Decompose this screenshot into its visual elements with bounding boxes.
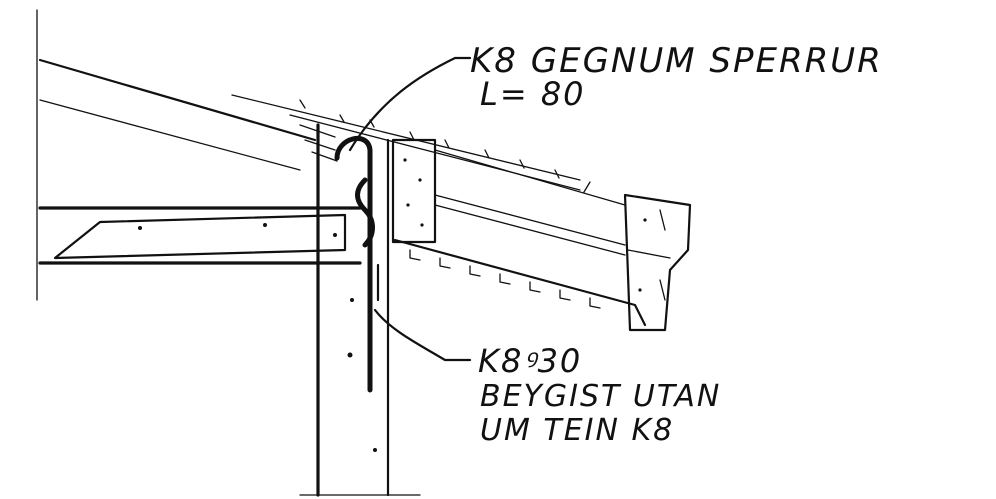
bottom-leader-line: [373, 308, 472, 362]
roof-slope: [38, 58, 591, 193]
top-label-line1: K8 GEGNUM SPERRUR: [470, 41, 883, 81]
concrete-wall: [299, 123, 421, 497]
eave-fascia: [623, 193, 692, 332]
rebar-hook: [334, 136, 380, 393]
bottom-label-line1: K8ꝰ30: [478, 342, 582, 380]
bottom-label-line2: BEYGIST UTAN: [480, 379, 721, 414]
top-label-line2: L= 80: [480, 75, 586, 113]
concrete-slab: [38, 206, 362, 265]
rafter-beam: [391, 138, 647, 327]
bottom-label-line3: UM TEIN K8: [480, 413, 674, 448]
top-leader-line: [348, 56, 472, 152]
